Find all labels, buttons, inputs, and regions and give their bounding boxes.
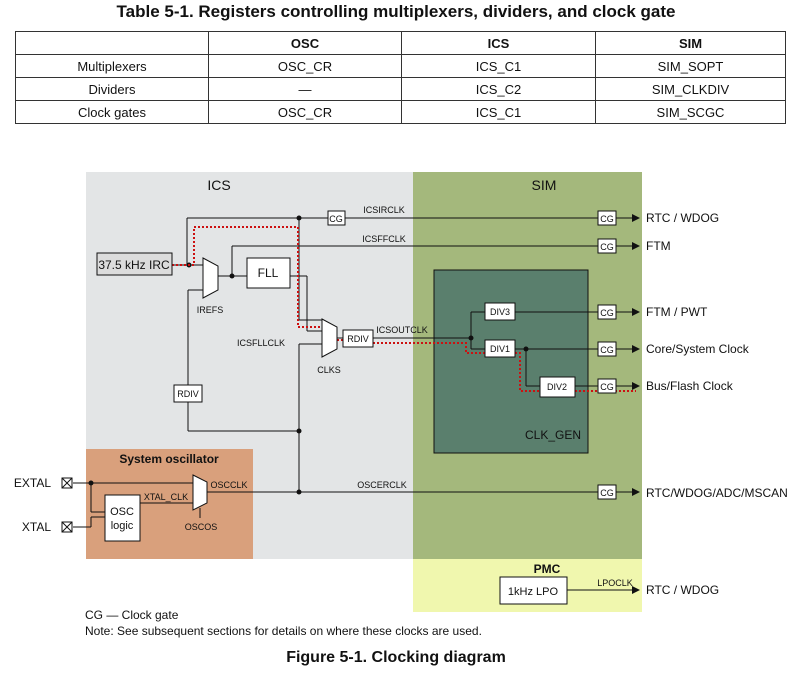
icsffclk-label: ICSFFCLK xyxy=(362,234,406,244)
note-text: Note: See subsequent sections for detail… xyxy=(85,624,482,638)
div3-label: DIV3 xyxy=(490,307,510,317)
rdiv-out-label: RDIV xyxy=(347,334,369,344)
cg-block xyxy=(597,484,617,500)
cg-label: CG xyxy=(329,214,343,224)
table-row: Dividers — ICS_C2 SIM_CLKDIV xyxy=(15,77,786,101)
div3-block xyxy=(484,302,516,321)
fll-block xyxy=(246,257,291,289)
oscerclk-label: OSCERCLK xyxy=(357,480,407,490)
clk-gen-title: CLK_GEN xyxy=(525,428,581,442)
div1-block xyxy=(484,339,516,358)
lpo-label: 1kHz LPO xyxy=(508,586,559,598)
highlight-path-div1 xyxy=(515,352,540,392)
highlight-path-ref xyxy=(172,226,320,328)
cg-block xyxy=(597,341,617,357)
output-rtc-wdog-adc-mscan: RTC/WDOG/ADC/MSCAN xyxy=(646,486,788,500)
table-title: Table 5-1. Registers controlling multipl… xyxy=(116,2,676,21)
table-cell: ICS_C1 xyxy=(401,54,596,78)
icsoutclk-label: ICSOUTCLK xyxy=(376,325,428,335)
table-cell: Dividers xyxy=(15,77,209,101)
cg-label: CG xyxy=(600,242,614,252)
cg-label: CG xyxy=(600,214,614,224)
junction-dots xyxy=(88,215,529,495)
output-rtc-wdog: RTC / WDOG xyxy=(646,211,719,225)
output-ftm-pwt: FTM / PWT xyxy=(646,305,708,319)
xtal-clk-label: XTAL_CLK xyxy=(144,492,188,502)
irefs-mux xyxy=(202,257,219,299)
table-cell: OSC_CR xyxy=(208,54,402,78)
irc-label: 37.5 kHz IRC xyxy=(98,258,170,272)
table-cell: SIM_CLKDIV xyxy=(595,77,786,101)
ics-title: ICS xyxy=(207,177,230,193)
lpo-block xyxy=(499,576,568,605)
pin-boxes xyxy=(61,477,73,533)
oscclk-label: OSCCLK xyxy=(210,480,247,490)
table-cell: SIM_SCGC xyxy=(595,100,786,124)
rdiv-ref-block xyxy=(173,384,203,403)
table-row: Clock gates OSC_CR ICS_C1 SIM_SCGC xyxy=(15,100,786,124)
table-cell: ICS_C1 xyxy=(401,100,596,124)
table-header-cell xyxy=(15,31,209,55)
figure-caption: Figure 5-1. Clocking diagram xyxy=(286,649,506,666)
cg-label: CG xyxy=(600,308,614,318)
table-cell: OSC_CR xyxy=(208,100,402,124)
pmc-title: PMC xyxy=(534,562,561,576)
cg-block xyxy=(597,304,617,320)
irc-block xyxy=(96,252,173,276)
osc-logic-label-2: logic xyxy=(111,520,134,532)
clk-gen-region xyxy=(433,269,589,454)
sysosc-title: System oscillator xyxy=(119,452,219,466)
icsirclk-label: ICSIRCLK xyxy=(363,205,405,215)
cg-block xyxy=(597,210,617,226)
table-cell: ICS_C2 xyxy=(401,77,596,101)
div2-label: DIV2 xyxy=(547,382,567,392)
osc-logic-block xyxy=(104,494,141,542)
extal-pin-label: EXTAL xyxy=(14,476,51,490)
div1-label: DIV1 xyxy=(490,344,510,354)
irefs-label: IREFS xyxy=(197,305,224,315)
diagram-notes: CG — Clock gate Note: See subsequent sec… xyxy=(85,607,482,639)
icsfllclk-label: ICSFLLCLK xyxy=(237,338,285,348)
cg-label: CG xyxy=(600,488,614,498)
highlight-path-out xyxy=(373,342,485,354)
output-ftm: FTM xyxy=(646,239,671,253)
table-header-row: OSC ICS SIM xyxy=(15,31,786,55)
table-cell: — xyxy=(208,77,402,101)
xtal-pin-label: XTAL xyxy=(22,520,51,534)
rdiv-out-block xyxy=(342,329,374,348)
cg-legend: CG — Clock gate xyxy=(85,608,179,622)
register-table: OSC ICS SIM Multiplexers OSC_CR ICS_C1 S… xyxy=(15,31,786,124)
rdiv-ref-label: RDIV xyxy=(177,389,199,399)
osc-logic-label-1: OSC xyxy=(110,506,134,518)
table-cell: SIM_SOPT xyxy=(595,54,786,78)
oscos-mux xyxy=(192,474,208,511)
clks-label: CLKS xyxy=(317,365,341,375)
div2-block xyxy=(539,376,576,398)
table-header-cell: SIM xyxy=(595,31,786,55)
output-rtc-wdog-lpo: RTC / WDOG xyxy=(646,583,719,597)
clks-mux xyxy=(321,318,338,358)
cg-block xyxy=(597,238,617,254)
table-cell: Clock gates xyxy=(15,100,209,124)
oscos-label: OSCOS xyxy=(185,522,218,532)
lpoclk-label: LPOCLK xyxy=(597,578,633,588)
fll-label: FLL xyxy=(258,266,279,280)
cg-block xyxy=(327,210,346,226)
table-header-cell: OSC xyxy=(208,31,402,55)
output-core-system-clock: Core/System Clock xyxy=(646,342,750,356)
cg-block xyxy=(597,378,617,394)
cg-label: CG xyxy=(600,382,614,392)
table-row: Multiplexers OSC_CR ICS_C1 SIM_SOPT xyxy=(15,54,786,78)
output-bus-flash-clock: Bus/Flash Clock xyxy=(646,379,734,393)
cg-label: CG xyxy=(600,345,614,355)
sim-title: SIM xyxy=(532,177,557,193)
